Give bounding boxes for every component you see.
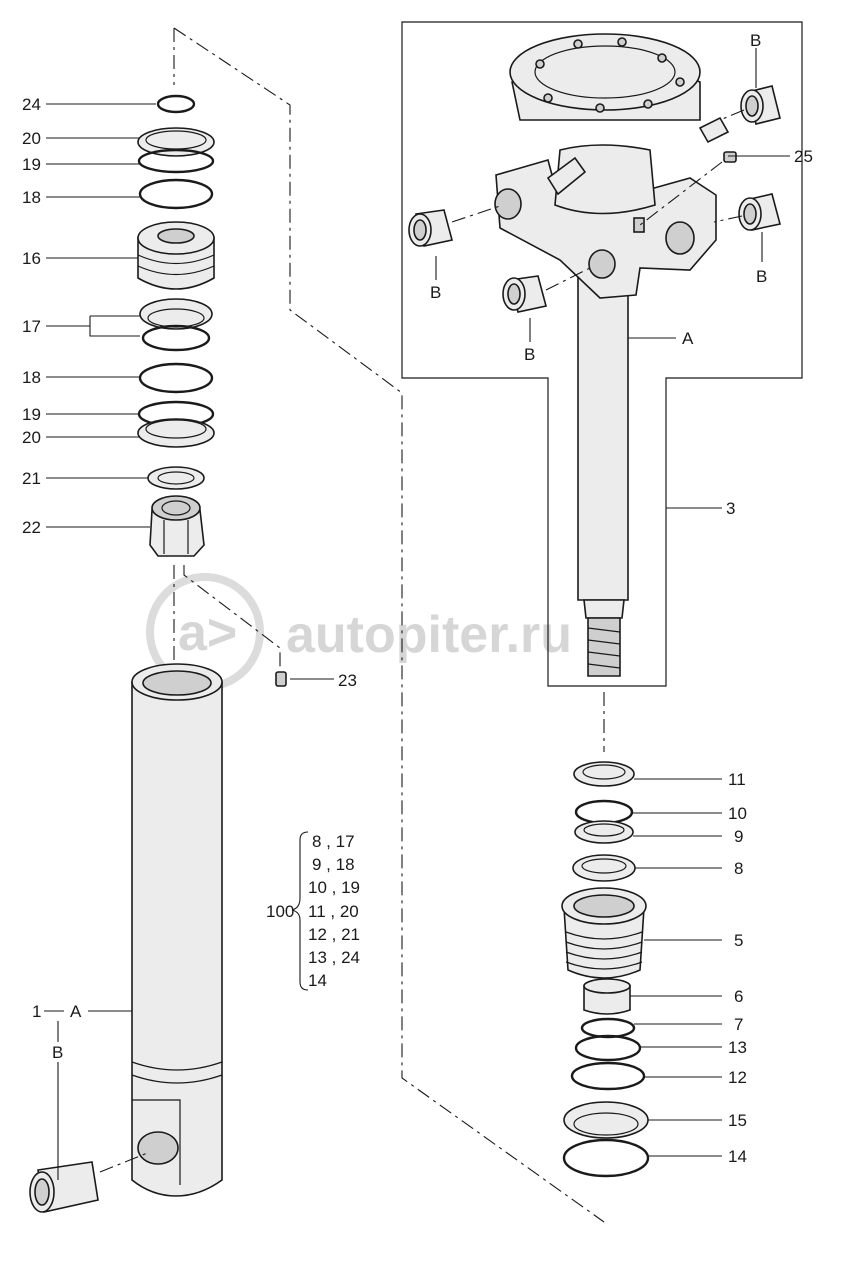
- callout-21: 21: [22, 469, 41, 488]
- part-11-wiper: [573, 761, 635, 787]
- callout-16: 16: [22, 249, 41, 268]
- part-21-washer: [147, 466, 205, 490]
- part-15-ring: [563, 1101, 649, 1139]
- callout-22: 22: [22, 518, 41, 537]
- kit-pair: 11 , 20: [308, 902, 359, 921]
- callout-19-lower: 19: [22, 405, 41, 424]
- part-17-seal: [139, 298, 213, 352]
- callout-5: 5: [734, 931, 743, 950]
- callout-A-left: A: [70, 1002, 82, 1021]
- part-B-bushing-left-upper: [408, 209, 453, 247]
- callout-B-left: B: [52, 1043, 63, 1062]
- part-14-oring: [562, 1138, 650, 1178]
- callout-20-lower: 20: [22, 428, 41, 447]
- part-5-gland: [561, 887, 647, 979]
- part-B-bushing-right-lower: [738, 193, 781, 231]
- part-1-cylinder-tube: [131, 663, 223, 1197]
- callout-B-left-upper: B: [430, 283, 441, 302]
- alignment-line-upper: [173, 27, 605, 1223]
- watermark-text: autopiter.ru: [286, 606, 572, 664]
- part-3-trunnion-head: [494, 33, 730, 299]
- callout-8: 8: [734, 859, 743, 878]
- part-25-grease-nipple: [723, 151, 737, 163]
- callout-18-lower: 18: [22, 368, 41, 387]
- leader-bushing-tr: [719, 109, 745, 121]
- callout-13: 13: [728, 1038, 747, 1057]
- kit-pair: 8 , 17: [312, 832, 355, 851]
- rod-group-frame: [401, 21, 803, 687]
- kit-pair: 14: [308, 971, 327, 990]
- leader-bushing-ll: [545, 267, 591, 291]
- leader-bushing-rl: [713, 215, 743, 223]
- callout-B-right-lower: B: [756, 267, 767, 286]
- part-8-ring: [572, 854, 636, 882]
- callout-17: 17: [22, 317, 41, 336]
- callout-19-upper: 19: [22, 155, 41, 174]
- callout-23: 23: [338, 671, 357, 690]
- kit-number: 100: [266, 902, 294, 921]
- part-10-ring: [574, 799, 634, 825]
- callout-A-right: A: [682, 329, 694, 348]
- part-13-backup-ring: [574, 1034, 642, 1062]
- part-9-ring: [574, 820, 634, 844]
- callout-6: 6: [734, 987, 743, 1006]
- part-12-oring: [570, 1061, 646, 1091]
- part-B-bushing-left-lower: [502, 275, 547, 313]
- kit-pair: 13 , 24: [308, 948, 360, 967]
- part-19-ring-upper: [137, 148, 215, 174]
- part-22-nut: [149, 495, 205, 557]
- part-20-backup-ring-lower: [137, 418, 215, 448]
- part-18-ring-lower: [138, 362, 214, 394]
- callout-25: 25: [794, 147, 813, 166]
- svg-text:a>: a>: [178, 604, 237, 662]
- callout-24: 24: [22, 95, 41, 114]
- part-B-bushing-left: [29, 1161, 99, 1213]
- part-7-ring: [580, 1017, 636, 1039]
- callout-B-left-lower: B: [524, 345, 535, 364]
- kit-pair: 9 , 18: [312, 855, 355, 874]
- callout-9: 9: [734, 827, 743, 846]
- part-20-backup-ring-upper: [137, 127, 215, 157]
- callout-1: 1: [32, 1002, 41, 1021]
- callout-B-top-right: B: [750, 31, 761, 50]
- callout-labels: 24 20 19 18 16 17 18 19 20 21 22 23 1 A …: [22, 31, 813, 1166]
- kit-pair: 10 , 19: [308, 878, 360, 897]
- part-3-piston-rod: [577, 271, 629, 677]
- part-16-piston: [137, 221, 215, 290]
- kit-100-list: 100 8 , 17 9 , 18 10 , 19 11 , 20 12 , 2…: [266, 832, 360, 990]
- part-23-set-screw: [275, 671, 287, 687]
- leader-nipple: [639, 161, 723, 226]
- callout-7: 7: [734, 1015, 743, 1034]
- alignment-line-pin: [183, 565, 281, 670]
- part-B-bushing-top-right: [740, 85, 781, 125]
- callout-3: 3: [726, 499, 735, 518]
- part-18-ring-upper: [138, 178, 214, 210]
- leader-lines: [44, 48, 790, 1180]
- part-6-bushing: [583, 978, 631, 1015]
- leader-bushing-to-eye: [99, 1151, 151, 1173]
- callout-10: 10: [728, 804, 747, 823]
- kit-pair: 12 , 21: [308, 925, 360, 944]
- leader-bushing-lu: [451, 205, 501, 223]
- callout-18-upper: 18: [22, 188, 41, 207]
- callout-12: 12: [728, 1068, 747, 1087]
- callout-14: 14: [728, 1147, 747, 1166]
- callout-11: 11: [728, 770, 746, 789]
- callout-15: 15: [728, 1111, 747, 1130]
- callout-20-upper: 20: [22, 129, 41, 148]
- part-24-oring: [156, 94, 196, 114]
